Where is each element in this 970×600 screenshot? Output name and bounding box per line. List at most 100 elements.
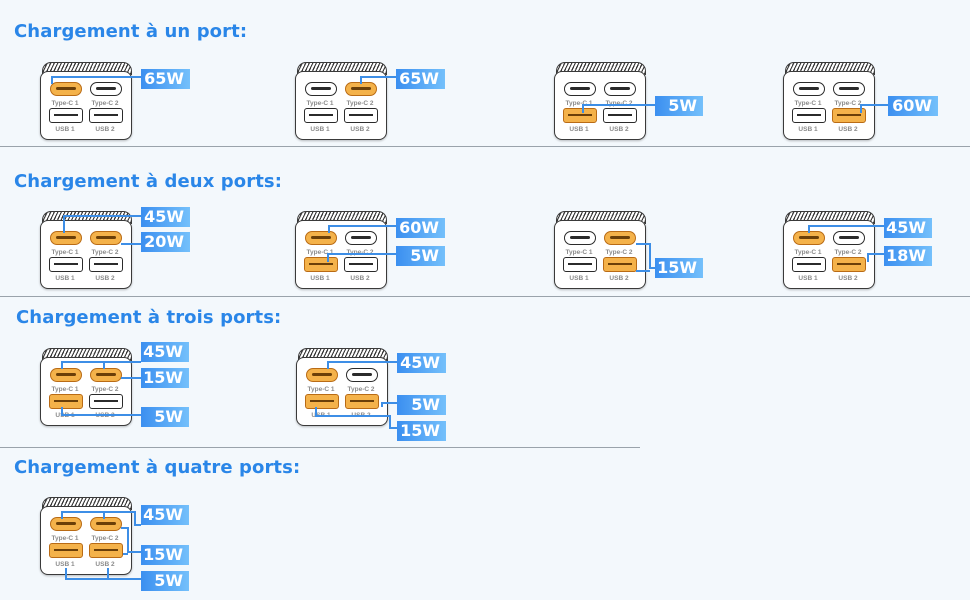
section-divider [0, 447, 640, 448]
wattage-badge: 5W [141, 407, 189, 427]
section-title-two-ports: Chargement à deux ports: [14, 171, 283, 192]
usb-2-port-active [89, 543, 123, 558]
section-title-one-port: Chargement à un port: [14, 21, 248, 42]
usb-2-port-label: USB 2 [838, 126, 858, 133]
wattage-badge: 45W [141, 505, 189, 525]
section-title-four-ports: Chargement à quatre ports: [14, 457, 301, 478]
type-c-2-port [604, 82, 636, 96]
wattage-badge: 18W [884, 246, 932, 266]
charger-device: Type-C 1 Type-C 2 USB 1 USB 2 [783, 211, 875, 289]
type-c-1-port-active [305, 231, 337, 245]
type-c-1-port-active [50, 517, 82, 531]
usb-1-port-label: USB 1 [311, 412, 331, 419]
usb-2-port-label: USB 2 [838, 275, 858, 282]
type-c-1-port-label: Type-C 1 [306, 100, 334, 107]
type-c-1-port-active [50, 231, 82, 245]
usb-2-port [89, 257, 123, 272]
usb-1-port [49, 108, 83, 123]
usb-1-port [792, 257, 826, 272]
type-c-2-port-active [90, 231, 122, 245]
usb-2-port [89, 394, 123, 409]
type-c-2-port-label: Type-C 2 [346, 249, 374, 256]
type-c-1-port-label: Type-C 1 [565, 249, 593, 256]
usb-1-port [563, 257, 597, 272]
wattage-badge: 5W [655, 96, 703, 116]
usb-1-port-label: USB 1 [569, 126, 589, 133]
type-c-2-port-label: Type-C 2 [91, 386, 119, 393]
type-c-2-port-active [345, 82, 377, 96]
usb-2-port [344, 108, 378, 123]
type-c-2-port-active [90, 368, 122, 382]
section-divider [0, 296, 970, 297]
type-c-2-port-label: Type-C 2 [834, 249, 862, 256]
usb-1-port [304, 108, 338, 123]
usb-2-port-label: USB 2 [609, 126, 629, 133]
wattage-badge: 65W [141, 69, 190, 89]
wattage-badge: 45W [397, 353, 446, 373]
wattage-badge: 65W [396, 69, 445, 89]
usb-2-port-label: USB 2 [95, 561, 115, 568]
type-c-2-port-label: Type-C 2 [605, 249, 633, 256]
type-c-1-port [793, 82, 825, 96]
usb-1-port [792, 108, 826, 123]
type-c-2-port-active [604, 231, 636, 245]
type-c-2-port [346, 368, 378, 382]
usb-1-port-active [49, 394, 83, 409]
type-c-2-port [833, 231, 865, 245]
usb-1-port-label: USB 1 [55, 561, 75, 568]
usb-1-port-active [304, 257, 338, 272]
usb-1-port-label: USB 1 [798, 126, 818, 133]
wattage-badge: 15W [141, 545, 189, 565]
usb-1-port-label: USB 1 [569, 275, 589, 282]
usb-2-port-label: USB 2 [95, 126, 115, 133]
type-c-2-port [345, 231, 377, 245]
usb-1-port-active [49, 543, 83, 558]
type-c-1-port-label: Type-C 1 [51, 386, 79, 393]
usb-2-port-label: USB 2 [350, 126, 370, 133]
type-c-1-port-label: Type-C 1 [306, 249, 334, 256]
type-c-2-port-label: Type-C 2 [834, 100, 862, 107]
wattage-badge: 60W [888, 96, 938, 116]
type-c-2-port [90, 82, 122, 96]
type-c-1-port [305, 82, 337, 96]
wattage-badge: 45W [141, 207, 190, 227]
wattage-badge: 20W [141, 232, 190, 252]
type-c-1-port-active [50, 368, 82, 382]
usb-2-port-active [832, 108, 866, 123]
wattage-badge: 60W [396, 218, 445, 238]
usb-2-port-label: USB 2 [350, 275, 370, 282]
usb-1-port-label: USB 1 [798, 275, 818, 282]
type-c-2-port-label: Type-C 2 [347, 386, 375, 393]
usb-2-port-active [832, 257, 866, 272]
type-c-2-port-label: Type-C 2 [346, 100, 374, 107]
type-c-1-port-active [793, 231, 825, 245]
type-c-2-port-label: Type-C 2 [91, 249, 119, 256]
type-c-1-port-label: Type-C 1 [794, 249, 822, 256]
usb-2-port-label: USB 2 [95, 412, 115, 419]
type-c-2-port-label: Type-C 2 [91, 100, 119, 107]
wattage-badge: 45W [141, 342, 189, 362]
type-c-1-port-label: Type-C 1 [51, 249, 79, 256]
section-title-three-ports: Chargement à trois ports: [16, 307, 282, 328]
charger-device: Type-C 1 Type-C 2 USB 1 USB 2 [295, 211, 387, 289]
wattage-badge: 5W [397, 395, 446, 415]
usb-1-port-label: USB 1 [55, 275, 75, 282]
type-c-2-port-label: Type-C 2 [605, 100, 633, 107]
type-c-2-port [833, 82, 865, 96]
type-c-1-port-active [306, 368, 338, 382]
type-c-2-port-active [90, 517, 122, 531]
charger-device: Type-C 1 Type-C 2 USB 1 USB 2 [295, 62, 387, 140]
usb-1-port-label: USB 1 [310, 275, 330, 282]
usb-1-port-label: USB 1 [310, 126, 330, 133]
type-c-1-port-label: Type-C 1 [307, 386, 335, 393]
usb-1-port-active [563, 108, 597, 123]
type-c-1-port-label: Type-C 1 [51, 100, 79, 107]
type-c-1-port-label: Type-C 1 [794, 100, 822, 107]
usb-1-port-active [305, 394, 339, 409]
